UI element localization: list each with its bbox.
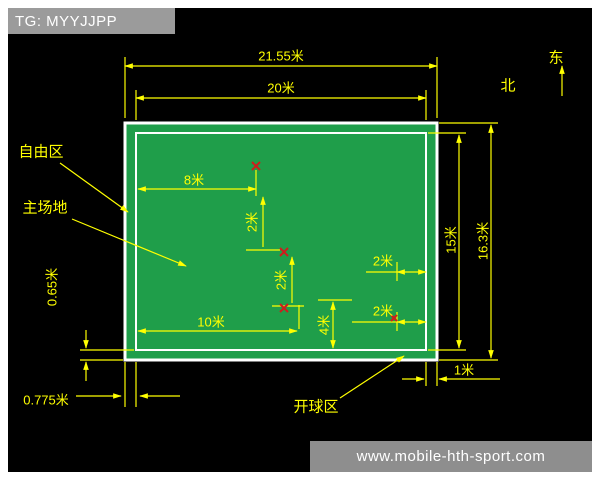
dim-outer-width: 21.55米 <box>258 48 304 64</box>
dim-bottom-margin: 0.775米 <box>23 392 69 408</box>
top-watermark-text: TG: MYYJJPP <box>15 12 118 30</box>
label-main-field: 主场地 <box>22 199 68 217</box>
compass-east-label: 东 <box>548 49 564 67</box>
dim-side-margin: 0.65米 <box>44 267 60 307</box>
dim-2m-left-upper: 2米 <box>244 211 260 233</box>
dimension-lines <box>59 57 565 407</box>
label-free-zone: 自由区 <box>18 143 64 161</box>
dim-court-height: 15米 <box>443 226 459 254</box>
dim-2m-right-upper: 2米 <box>372 253 394 269</box>
dim-8m: 8米 <box>183 172 205 188</box>
dim-2m-right-lower: 2米 <box>372 303 394 319</box>
dim-4m: 4米 <box>316 314 332 336</box>
red-position-markers <box>251 161 398 322</box>
label-serve-zone: 开球区 <box>293 398 339 416</box>
dim-court-width: 20米 <box>267 80 295 96</box>
dim-2m-left-mid: 2米 <box>273 269 289 291</box>
website-watermark-text: www.mobile-hth-sport.com <box>356 448 546 465</box>
top-watermark-bar: TG: MYYJJPP <box>8 8 175 34</box>
compass-north-label: 北 <box>500 77 516 95</box>
dim-1m: 1米 <box>453 362 475 378</box>
dim-10m: 10米 <box>197 314 225 330</box>
court-outer-boundary <box>123 121 439 362</box>
dim-outer-height: 16.3米 <box>475 221 491 261</box>
bottom-watermark-bar: www.mobile-hth-sport.com <box>310 441 592 472</box>
court-inner-boundary <box>135 132 427 351</box>
